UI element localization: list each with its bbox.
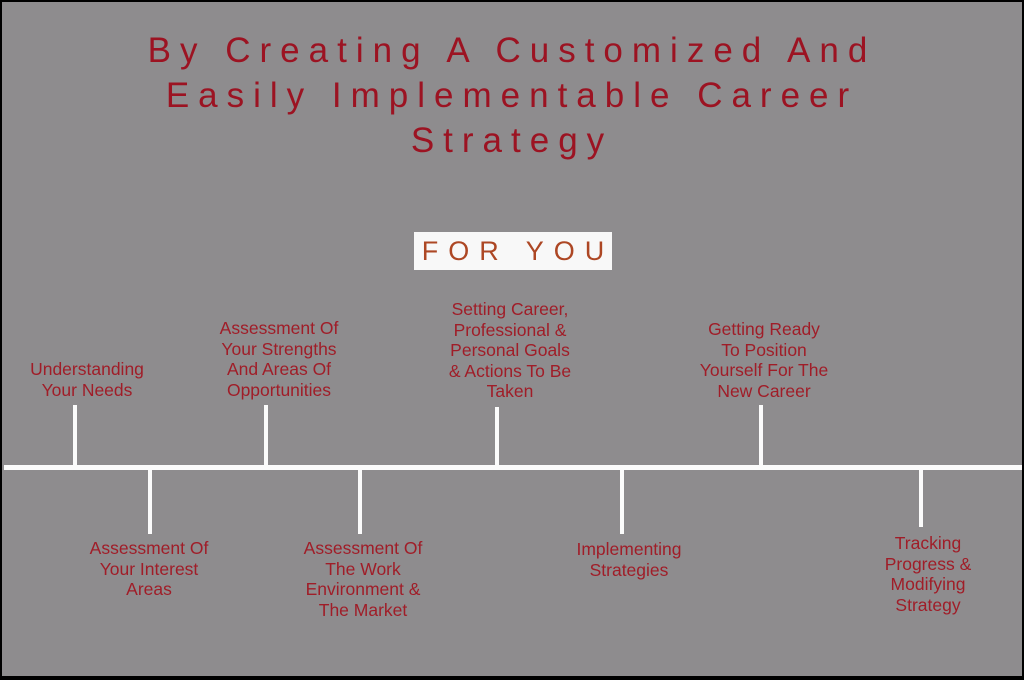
slide-title: By Creating A Customized And Easily Impl… (147, 31, 877, 160)
timeline-tick-below-1 (148, 470, 152, 534)
timeline-label-implementing-strategies: Implementing Strategies (576, 539, 682, 580)
timeline-label-setting-career-goals: Setting Career, Professional & Personal … (448, 299, 572, 401)
timeline-tick-above-1 (73, 405, 77, 465)
timeline-tick-above-3 (495, 407, 499, 465)
timeline-tick-below-3 (620, 470, 624, 534)
timeline-tick-above-4 (759, 405, 763, 465)
timeline-line (4, 465, 1022, 470)
for-you-highlight: FOR YOU (414, 232, 612, 270)
timeline-tick-below-2 (358, 470, 362, 534)
for-you-text: FOR YOU (421, 235, 615, 266)
timeline-label-assessment-strengths-opportunities: Assessment Of Your Strengths And Areas O… (219, 318, 339, 400)
timeline-tick-above-2 (264, 405, 268, 465)
timeline-label-understanding-your-needs: Understanding Your Needs (30, 359, 144, 400)
timeline-tick-below-4 (919, 470, 923, 527)
timeline-label-assessment-interest-areas: Assessment Of Your Interest Areas (89, 538, 209, 599)
timeline-label-assessment-work-environment-market: Assessment Of The Work Environment & The… (303, 538, 423, 620)
timeline-label-getting-ready-new-career: Getting Ready To Position Yourself For T… (699, 319, 829, 401)
timeline-label-tracking-progress-modifying-strategy: Tracking Progress & Modifying Strategy (884, 533, 972, 615)
